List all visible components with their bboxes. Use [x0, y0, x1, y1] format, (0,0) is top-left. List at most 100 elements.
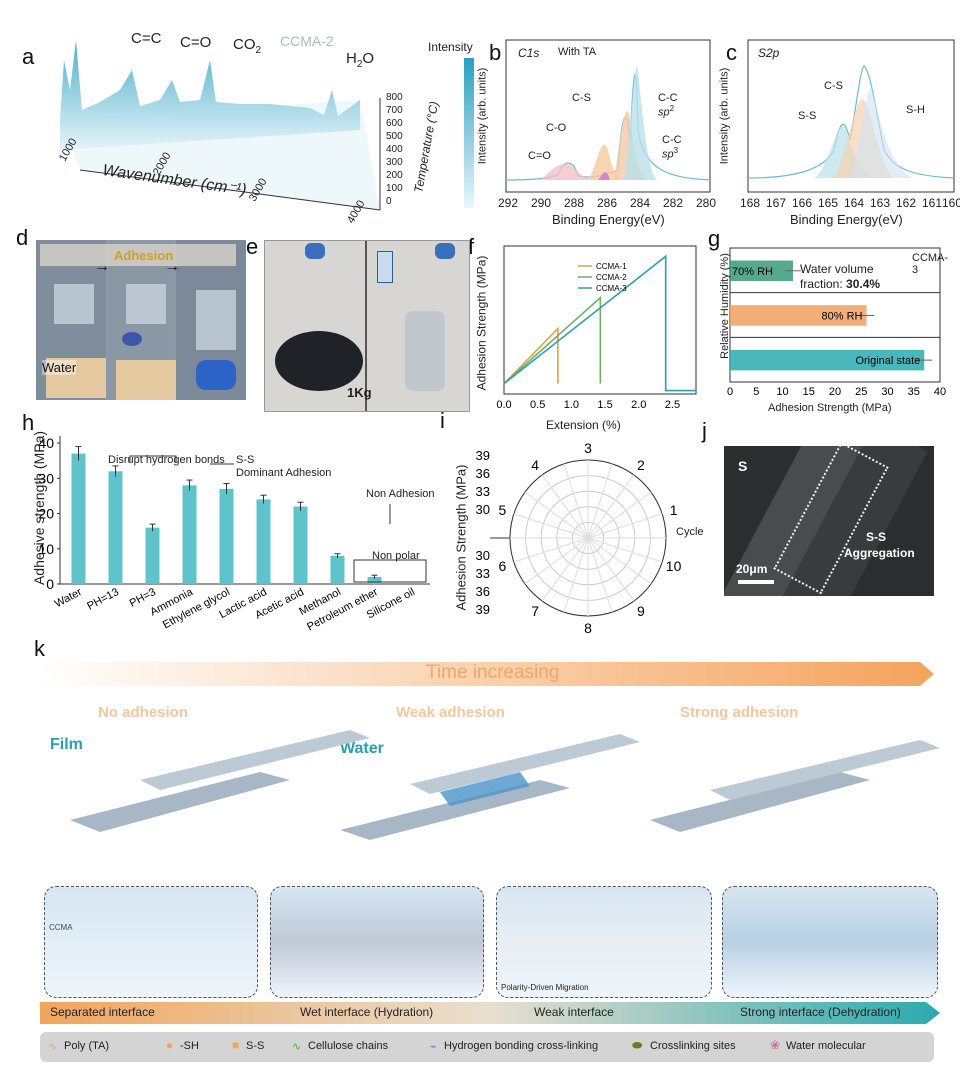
strip-3-top — [710, 740, 940, 800]
g-xtick-4: 20 — [829, 386, 841, 398]
colorbar-label: Intensity — [428, 40, 473, 54]
g-xtick-0: 0 — [727, 386, 733, 398]
ftir-ztick-600: 600 — [386, 118, 403, 129]
g-xtick-8: 40 — [934, 386, 946, 398]
legend-hbond: Hydrogen bonding cross-linking — [444, 1040, 599, 1052]
f-xtick-3: 1.5 — [597, 399, 612, 411]
interface-2: Wet interface (Hydration) — [300, 1005, 434, 1019]
i-cycle-label: Cycle — [676, 526, 704, 538]
peak-sp3 — [624, 67, 658, 180]
state-weak-adhesion: Weak adhesion — [396, 704, 505, 721]
arrow-icon-2: → — [164, 258, 180, 275]
g-xtick-6: 30 — [881, 386, 893, 398]
i-spoke-14 — [563, 463, 589, 539]
g-title: CCMA-3 — [912, 252, 949, 276]
panel-label-c: c — [726, 40, 737, 65]
legend-ss-icon: ■ — [232, 1038, 240, 1052]
i-rtick-top-2: 33 — [476, 484, 490, 499]
f-xtick-0: 0.0 — [496, 399, 511, 411]
ftir-surface — [60, 40, 360, 150]
glove-right — [435, 243, 455, 259]
h-bar-5 — [256, 499, 271, 584]
h-ylabel: Adhesive strength (MPa) — [31, 430, 48, 586]
peak-c-o-single — [588, 144, 624, 180]
legend-polyta-icon: ∿ — [48, 1041, 58, 1053]
f-legend-1: CCMA-2 — [596, 273, 627, 282]
s2p-xtick-163: 163 — [870, 196, 891, 210]
inset-schematic — [377, 251, 393, 283]
adhesion-text: Adhesion — [114, 248, 174, 263]
c1s-xtick-288: 288 — [564, 196, 585, 210]
panel-label-k: k — [34, 636, 45, 661]
scale-text: 20μm — [736, 562, 768, 576]
ftir-ztick-700: 700 — [386, 105, 403, 116]
peak-c-o: C=O — [180, 34, 212, 51]
peak-c-s — [598, 172, 610, 180]
water-bottle — [405, 311, 445, 391]
g-ylabel: Relative Humidity (%) — [718, 253, 731, 359]
s2p-label-s-h: S-H — [906, 104, 925, 116]
s2p-xtick-166: 166 — [792, 196, 813, 210]
g-xtick-5: 25 — [855, 386, 867, 398]
h-category-1: PH=13 — [85, 586, 121, 613]
legend-water: Water molecular — [786, 1040, 866, 1052]
i-rtick-bottom-3: 39 — [476, 602, 490, 617]
wood-block-2 — [116, 360, 176, 400]
s2p-label-c-s: C-S — [824, 80, 843, 92]
legend-sh: -SH — [180, 1040, 199, 1052]
water-label: Water — [340, 740, 384, 757]
peak-h2o: H2O — [346, 50, 375, 70]
h-annot-1: Disrupt hydrogen bonds — [108, 454, 225, 466]
h-bar-8 — [367, 576, 382, 584]
s2p-xtick-165: 165 — [818, 196, 839, 210]
panel-label-f: f — [468, 234, 475, 259]
strip-2-top — [410, 734, 640, 794]
c1s-label-c-double-o: C=O — [528, 150, 551, 162]
ftir-ztick-500: 500 — [386, 131, 403, 142]
c1s-label-c-o: C-O — [546, 122, 567, 134]
glove-left — [305, 243, 325, 259]
peak-c-o-double — [538, 164, 598, 180]
i-spoke-18 — [587, 491, 652, 539]
c1s-ylabel: Intensity (arb. units) — [476, 67, 489, 165]
xps-s2p-plot — [747, 39, 955, 193]
h-bar-0 — [71, 453, 86, 584]
i-spoke-12 — [524, 491, 589, 539]
panel-c-xps-s2p: S2p Intensity (arb. units) C-S S-S S-H 1… — [714, 30, 960, 230]
s2p-xtick-167: 167 — [766, 196, 787, 210]
time-text: Time increasing — [426, 662, 560, 683]
i-rtick-bottom-1: 33 — [476, 566, 490, 581]
strip-2-bottom — [340, 780, 570, 840]
interface-1: Separated interface — [50, 1005, 155, 1019]
c1s-xtick-292: 292 — [498, 196, 519, 210]
i-cycle-3: 3 — [584, 440, 592, 456]
g-note-2: fraction: 30.4% — [800, 277, 881, 291]
h-ytick-4: 40 — [38, 435, 54, 451]
panel-a-ftir-3d: CCMA-2 C=C C=O CO2 H2O Wavenumber (cm⁻¹)… — [40, 20, 480, 230]
h-bar-2 — [145, 527, 160, 584]
h-bracket — [129, 455, 177, 462]
i-cycle-7: 7 — [531, 603, 539, 619]
c1s-xlabel: Binding Energy(eV) — [552, 212, 665, 227]
legend-cellulose: Cellulose chains — [308, 1040, 389, 1052]
sem-text-1: S-S — [866, 530, 887, 544]
interface-4: Strong interface (Dehydration) — [740, 1005, 901, 1019]
legend-sh-icon: ● — [166, 1038, 174, 1052]
f-series-1 — [503, 295, 602, 385]
weight-text: 1Kg — [347, 385, 372, 400]
g-bar-label-0: 70% RH — [732, 266, 773, 278]
g-xlabel: Adhesion Strength (MPa) — [768, 402, 892, 414]
c1s-xtick-290: 290 — [531, 196, 552, 210]
i-ylabel: Adhesion Strength (MPa) — [453, 464, 469, 611]
plot-frame — [505, 39, 711, 193]
film-sample-1 — [54, 284, 94, 324]
state-no-adhesion: No adhesion — [98, 704, 189, 721]
i-cycle-4: 4 — [531, 457, 539, 473]
h-bar-6 — [293, 506, 308, 584]
c1s-xtick-282: 282 — [663, 196, 684, 210]
